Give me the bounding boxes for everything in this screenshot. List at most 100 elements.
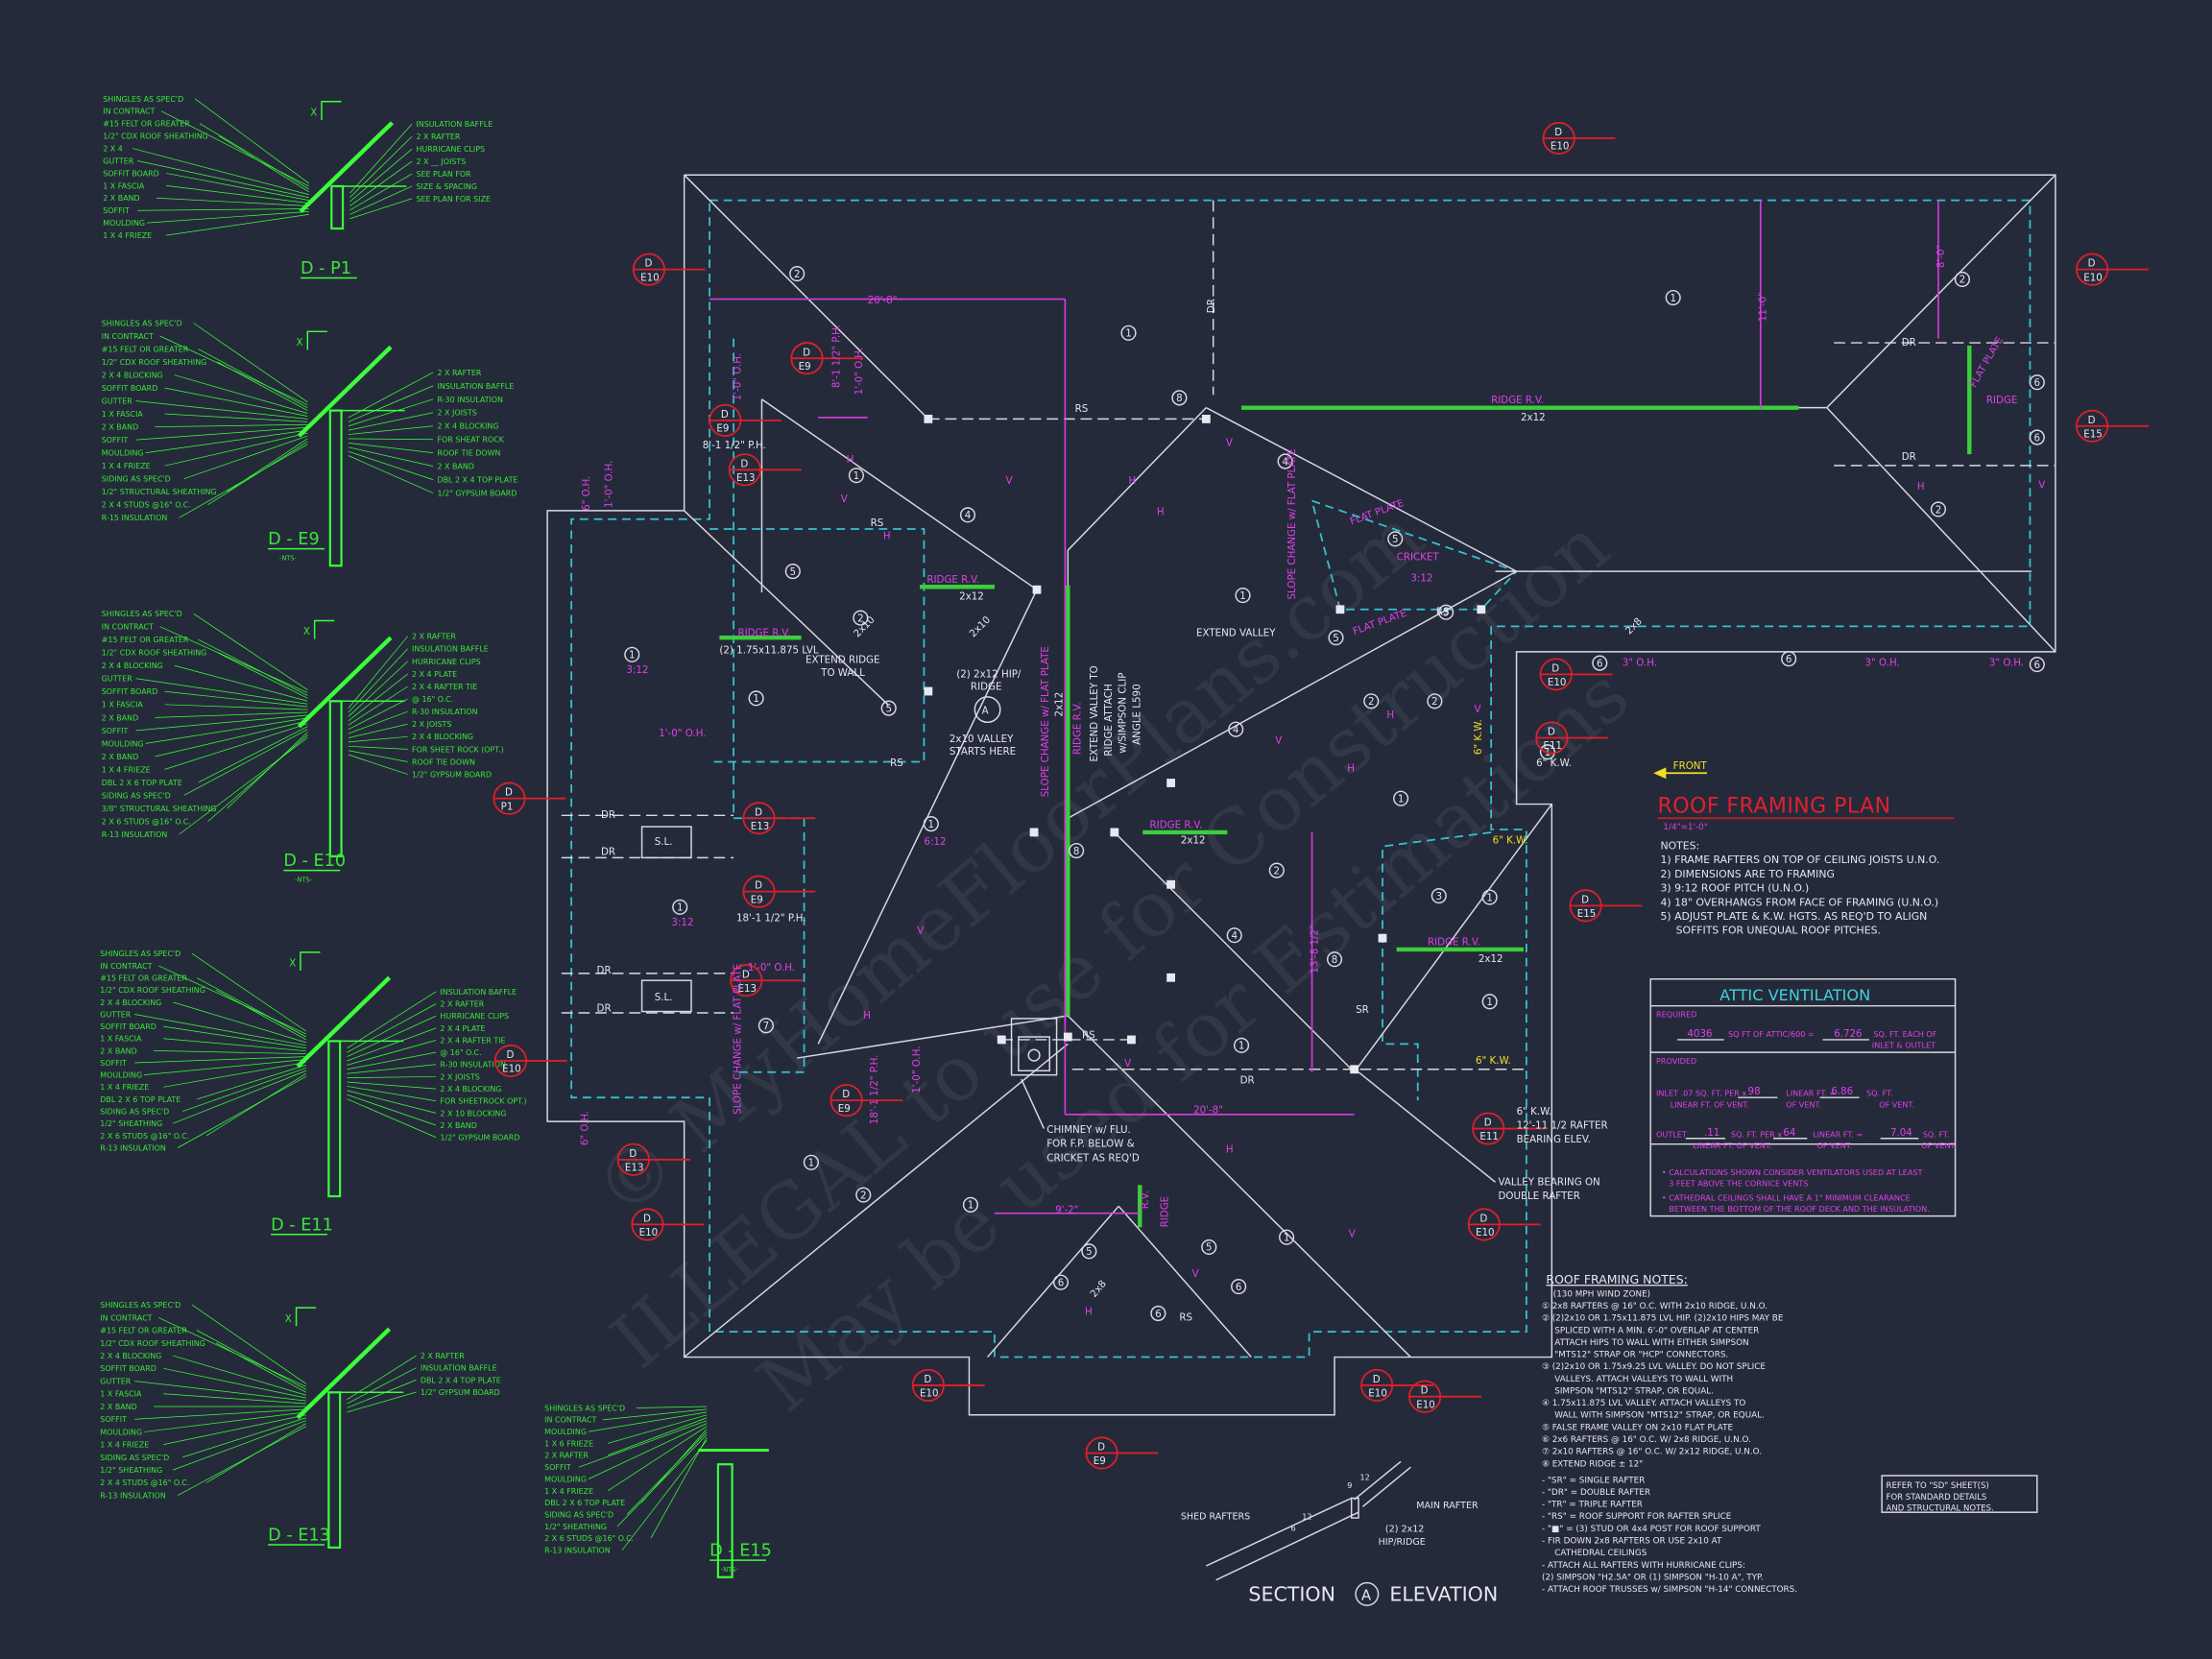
detail-label: SEE PLAN FOR SIZE: [416, 195, 490, 204]
rafter-type-number: 1: [629, 650, 636, 661]
callout-detail: E13: [737, 983, 757, 995]
rafter-type-marker: [1069, 842, 1085, 859]
leader-line: [134, 1408, 306, 1420]
inlet-sub-2: OF VENT.: [1786, 1099, 1821, 1109]
rafter-type-marker: [1431, 887, 1447, 904]
leader-line: [159, 626, 308, 693]
leader-line: [348, 745, 408, 750]
valley-marker: V: [2038, 479, 2045, 491]
detail-callout[interactable]: DE9: [709, 403, 782, 437]
framing-note-line: - ATTACH ALL RAFTERS WITH HURRICANE CLIP…: [1542, 1561, 1745, 1571]
required-text-2: SQ. FT. EACH OF: [1873, 1029, 1936, 1039]
overhang-5: 1'-0" O.H.: [659, 728, 706, 739]
rafter-type-marker: [853, 610, 869, 626]
framing-note-line: - "SR" = SINGLE RAFTER: [1542, 1476, 1645, 1485]
leader-line: [348, 446, 434, 467]
detail-label: GUTTER: [100, 1010, 131, 1019]
detail-label: 1/2" SHEATHING: [100, 1119, 162, 1128]
leader-line: [163, 1038, 306, 1052]
detail-label: #15 FELT OR GREATER: [102, 345, 189, 353]
detail-label: INSULATION BAFFLE: [438, 382, 515, 391]
ridge-label-gable: RIDGE: [1160, 1196, 1171, 1228]
detail-label: 2 X 4 BLOCKING: [100, 998, 161, 1007]
rafter-type-number: 8: [1176, 393, 1183, 404]
leader-line: [144, 1411, 306, 1432]
pitch-symbol: [321, 101, 342, 120]
rafter-type-number: 5: [1086, 1246, 1093, 1258]
support-post: [1029, 828, 1039, 837]
leader-line: [347, 1094, 437, 1126]
detail-label: GUTTER: [102, 397, 132, 406]
detail-title: D - E10: [283, 852, 346, 871]
detail-label: 2 X 4 BLOCKING: [102, 661, 163, 670]
leader-line: [155, 423, 308, 428]
detail-label: SHINGLES AS SPEC'D: [100, 1301, 180, 1310]
leader-line: [217, 652, 308, 699]
valley-starts-note-2: STARTS HERE: [950, 746, 1016, 757]
main-pitch-rise: 9: [1347, 1480, 1352, 1490]
detail-label: SOFFIT: [102, 436, 129, 445]
leader-line: [145, 717, 308, 744]
chimney: [1010, 1018, 1058, 1076]
callout-sheet: D: [629, 1148, 637, 1160]
detail-callout[interactable]: DE9: [830, 1084, 903, 1118]
detail-label: SHINGLES AS SPEC'D: [100, 950, 180, 958]
roof-support-posts: [924, 415, 1486, 1074]
callout-detail: E10: [1368, 1388, 1387, 1400]
knee-wall-label-1: 6" K.W.: [1473, 719, 1484, 755]
leader-line: [349, 135, 413, 198]
rafter-type-marker: [624, 646, 640, 662]
rafter-type-number: 1: [1670, 293, 1676, 304]
section-title-2: ELEVATION: [1389, 1583, 1498, 1606]
callout-detail: E10: [1416, 1399, 1435, 1410]
leader-line: [588, 1423, 708, 1479]
rafter-type-number: 1: [1398, 793, 1405, 805]
front-arrow-head: [1653, 767, 1667, 780]
detail-callout[interactable]: DE9: [1085, 1436, 1159, 1470]
leader-line: [349, 148, 413, 203]
detail-callout[interactable]: DP1: [493, 781, 566, 815]
roof-support-6: RS: [1436, 607, 1450, 618]
rafter-type-number: 1: [928, 819, 935, 830]
valley-marker: V: [1192, 1268, 1199, 1280]
callout-detail: E15: [1577, 908, 1597, 920]
leader-line: [173, 1070, 306, 1124]
rafter-type-marker: [2029, 429, 2045, 445]
detail-callout[interactable]: DE9: [742, 875, 816, 908]
framing-note-line: ⑦ 2x10 RAFTERS @ 16" O.C. W/ 2x12 RIDGE,…: [1542, 1448, 1762, 1457]
detail-callout[interactable]: DE9: [790, 342, 864, 375]
detail-label: MOULDING: [102, 449, 144, 458]
support-post: [1166, 779, 1175, 787]
framing-note-line: ① 2x8 RAFTERS @ 16" O.C. WITH 2x10 RIDGE…: [1542, 1302, 1767, 1311]
framing-note-line: (2) SIMPSON "H2.5A" OR (1) SIMPSON "H-10…: [1542, 1573, 1764, 1582]
leader-line: [164, 690, 308, 708]
callout-detail: E9: [716, 423, 729, 435]
leader-line: [199, 123, 309, 190]
rafter-type-marker: [1393, 790, 1409, 806]
footnote-2-cont: BETWEEN THE BOTTOM OF THE ROOF DECK AND …: [1669, 1204, 1929, 1214]
detail-label: 1 X 4 FRIEZE: [102, 462, 151, 470]
hip-marker: H: [1129, 475, 1137, 487]
double-rafter-1: DR: [601, 809, 615, 821]
wall-section: [328, 409, 343, 567]
watermark-line-3: May be used for Estimations: [741, 650, 1646, 1430]
roof-sheathing: [296, 975, 392, 1069]
